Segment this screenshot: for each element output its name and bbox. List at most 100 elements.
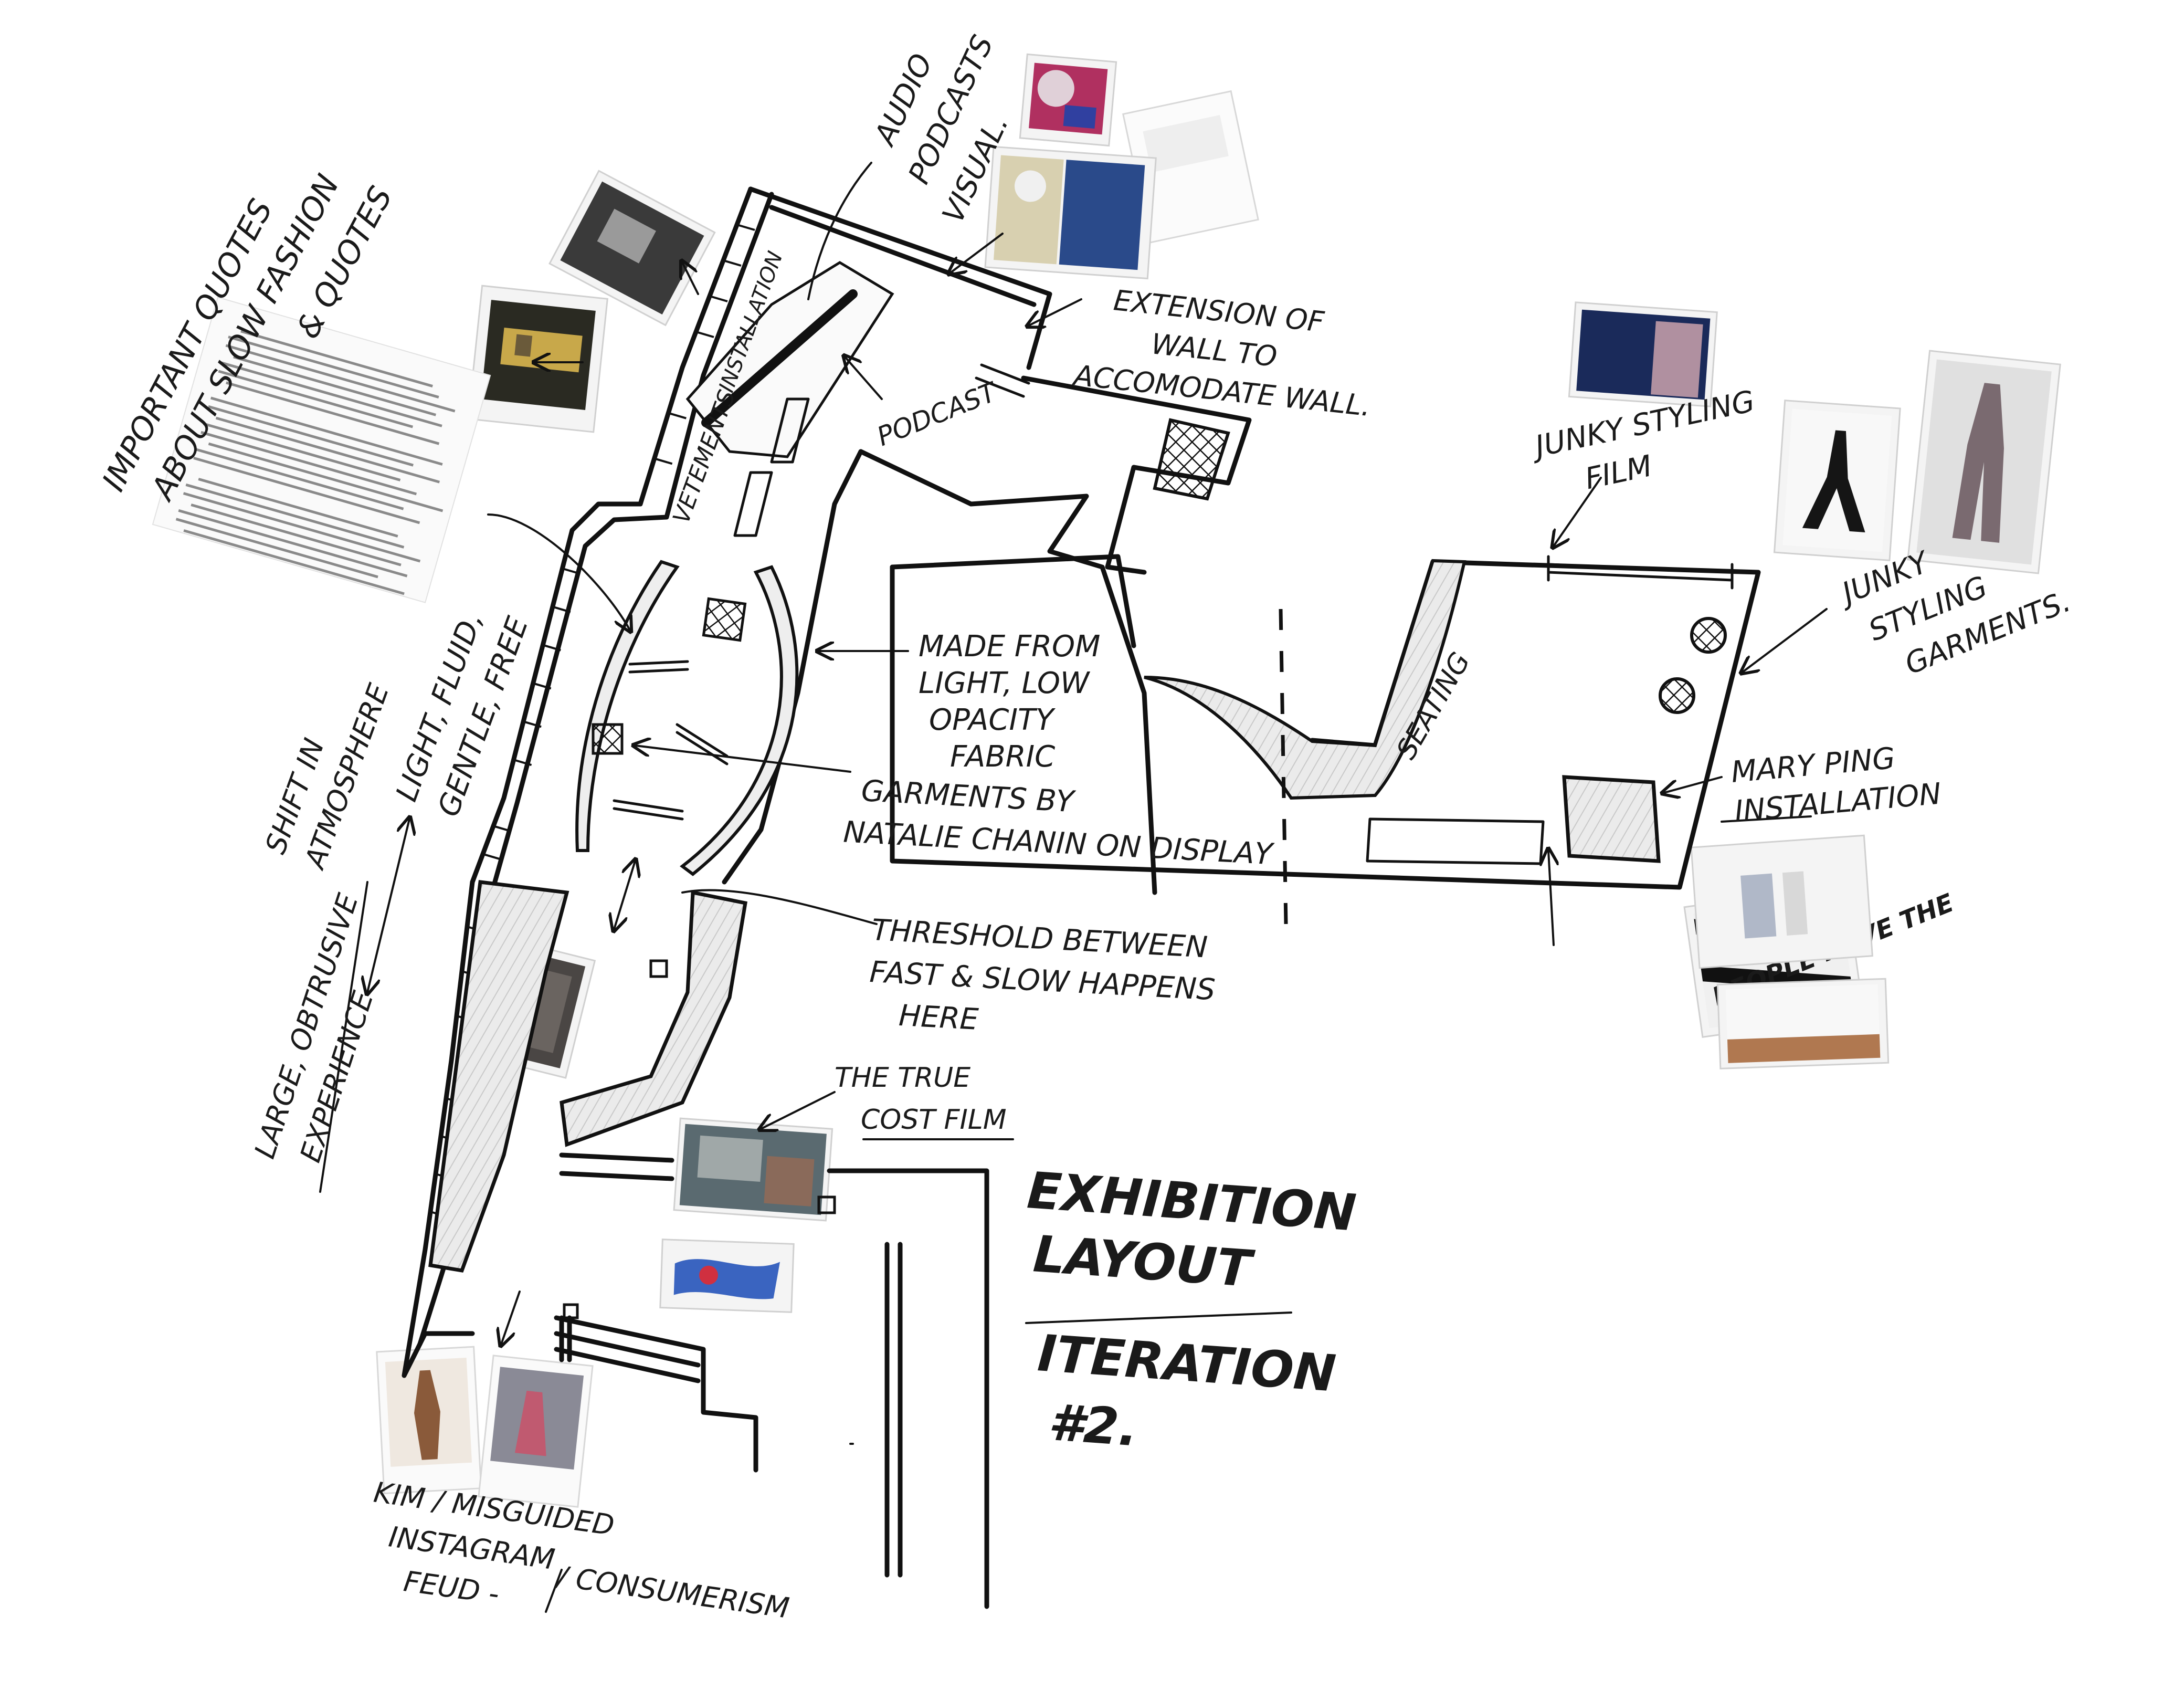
line-consumerism <box>545 1569 563 1613</box>
made-from-label-3: OPACITY <box>929 703 1056 737</box>
quote-text-line <box>178 509 408 578</box>
documentary-photo-2 <box>467 285 609 433</box>
subtitle-block: ITERATION #2. <box>1036 1324 1337 1457</box>
plinth-1 <box>1690 617 1727 654</box>
quote-text-line <box>233 355 437 416</box>
quote-text-line <box>193 456 420 524</box>
stand-2 <box>733 471 773 537</box>
quote-text-line <box>201 431 417 496</box>
wall-tick <box>736 224 755 231</box>
title-layout: LAYOUT <box>1031 1224 1257 1298</box>
room-main-top-left <box>890 554 1136 648</box>
mary-ping-photo-2 <box>1690 834 1873 969</box>
quote-text-line <box>215 416 440 484</box>
consumerism-label: / CONSUMERISM <box>553 1559 791 1625</box>
arrow-junky-film <box>1554 477 1602 546</box>
quote-text-line <box>226 381 440 445</box>
threshold-label-3: HERE <box>898 999 980 1037</box>
junky-rail <box>1547 555 1734 590</box>
wall-tick <box>523 720 542 728</box>
quote-text-line <box>240 330 433 387</box>
title-iteration: ITERATION <box>1036 1324 1337 1403</box>
arrow-photo <box>682 263 699 295</box>
podcast-stand <box>770 397 810 464</box>
quote-text-line <box>208 405 414 467</box>
mary-ping-photo-3 <box>1716 978 1890 1069</box>
fabric-photo <box>1019 53 1117 147</box>
annotation-arrows <box>319 162 1828 1613</box>
wall-tick <box>533 682 552 690</box>
small-box <box>649 959 668 978</box>
arrow-visual <box>950 233 1004 273</box>
mary-ping-box <box>1562 775 1661 863</box>
dashed-divider <box>1279 608 1288 925</box>
wall-top <box>748 186 1052 370</box>
floor-plan <box>402 186 1761 1609</box>
junky-film-label-2: FILM <box>1582 449 1655 496</box>
wall-tick <box>552 605 571 613</box>
instagram-photo-2 <box>478 1355 594 1508</box>
quote-text-line <box>175 518 378 579</box>
arrow-garments <box>635 746 851 773</box>
quote-text-line <box>191 503 402 566</box>
wall-tick <box>668 412 687 419</box>
wall-tick <box>542 644 561 652</box>
arrow-instagram <box>501 1290 521 1344</box>
display-plinth-2 <box>592 723 624 755</box>
card-photo <box>1122 90 1259 244</box>
quote-text-line <box>183 492 421 563</box>
entrance-column <box>884 1242 903 1578</box>
arrow-extension <box>1029 298 1082 326</box>
true-cost-film-photo <box>673 1117 833 1222</box>
arrow-podcast <box>845 357 883 400</box>
junky-garment-photo-1 <box>1773 400 1901 561</box>
hatched-block <box>1153 418 1230 501</box>
shaded-wall-left <box>428 880 569 1273</box>
made-from-label-2: LIGHT, LOW <box>919 666 1091 700</box>
kim-label-3: FEUD - <box>402 1565 501 1611</box>
wall-tick <box>695 331 714 338</box>
true-cost-label-2: COST FILM <box>861 1104 1007 1136</box>
quote-text-lines <box>175 330 456 595</box>
line-large-range <box>319 881 368 1193</box>
wall-tick <box>709 295 728 302</box>
wall-tick <box>654 457 673 465</box>
small-box-2 <box>817 1195 836 1214</box>
quote-text-line <box>195 448 404 510</box>
arrow-mary-ping <box>1664 776 1723 793</box>
title-underline <box>1025 1311 1292 1324</box>
quotes-document <box>152 296 491 603</box>
quote-text-line <box>185 483 405 549</box>
plinth-2 <box>1659 677 1695 714</box>
made-from-label-4: FABRIC <box>950 740 1055 774</box>
wall-tick <box>482 853 501 861</box>
display-plinth-1 <box>702 597 747 642</box>
line-audio <box>807 162 872 300</box>
patterned-fabric-photo <box>659 1239 795 1313</box>
quote-text-line <box>225 344 456 413</box>
documentary-photo-1 <box>548 170 716 327</box>
small-box-3 <box>563 1303 579 1319</box>
outer-wall-left <box>402 186 753 1378</box>
arrow-mary-ping-photo <box>1548 851 1554 946</box>
arrow-true-cost <box>761 1091 836 1129</box>
instagram-photo-1 <box>376 1346 482 1495</box>
wall-tick <box>723 259 742 267</box>
bottom-divider <box>559 1152 674 1181</box>
title-block: EXHIBITION LAYOUT <box>1025 1161 1358 1298</box>
quote-text-line <box>218 370 414 428</box>
garment-rails <box>613 660 729 821</box>
quote-text-line <box>183 529 405 595</box>
line-threshold <box>681 889 878 925</box>
extension-label-1: EXTENSION OF <box>1112 284 1326 339</box>
made-from-label-1: MADE FROM <box>919 629 1100 664</box>
underline-mary <box>1721 815 1812 823</box>
inner-wall-left <box>722 449 863 885</box>
fabric-wall-left <box>575 560 680 852</box>
true-cost-label-1: THE TRUE <box>835 1062 970 1094</box>
extension-wall <box>975 363 1030 398</box>
fabric-wall-right <box>680 565 799 876</box>
wall-tick <box>493 825 512 833</box>
